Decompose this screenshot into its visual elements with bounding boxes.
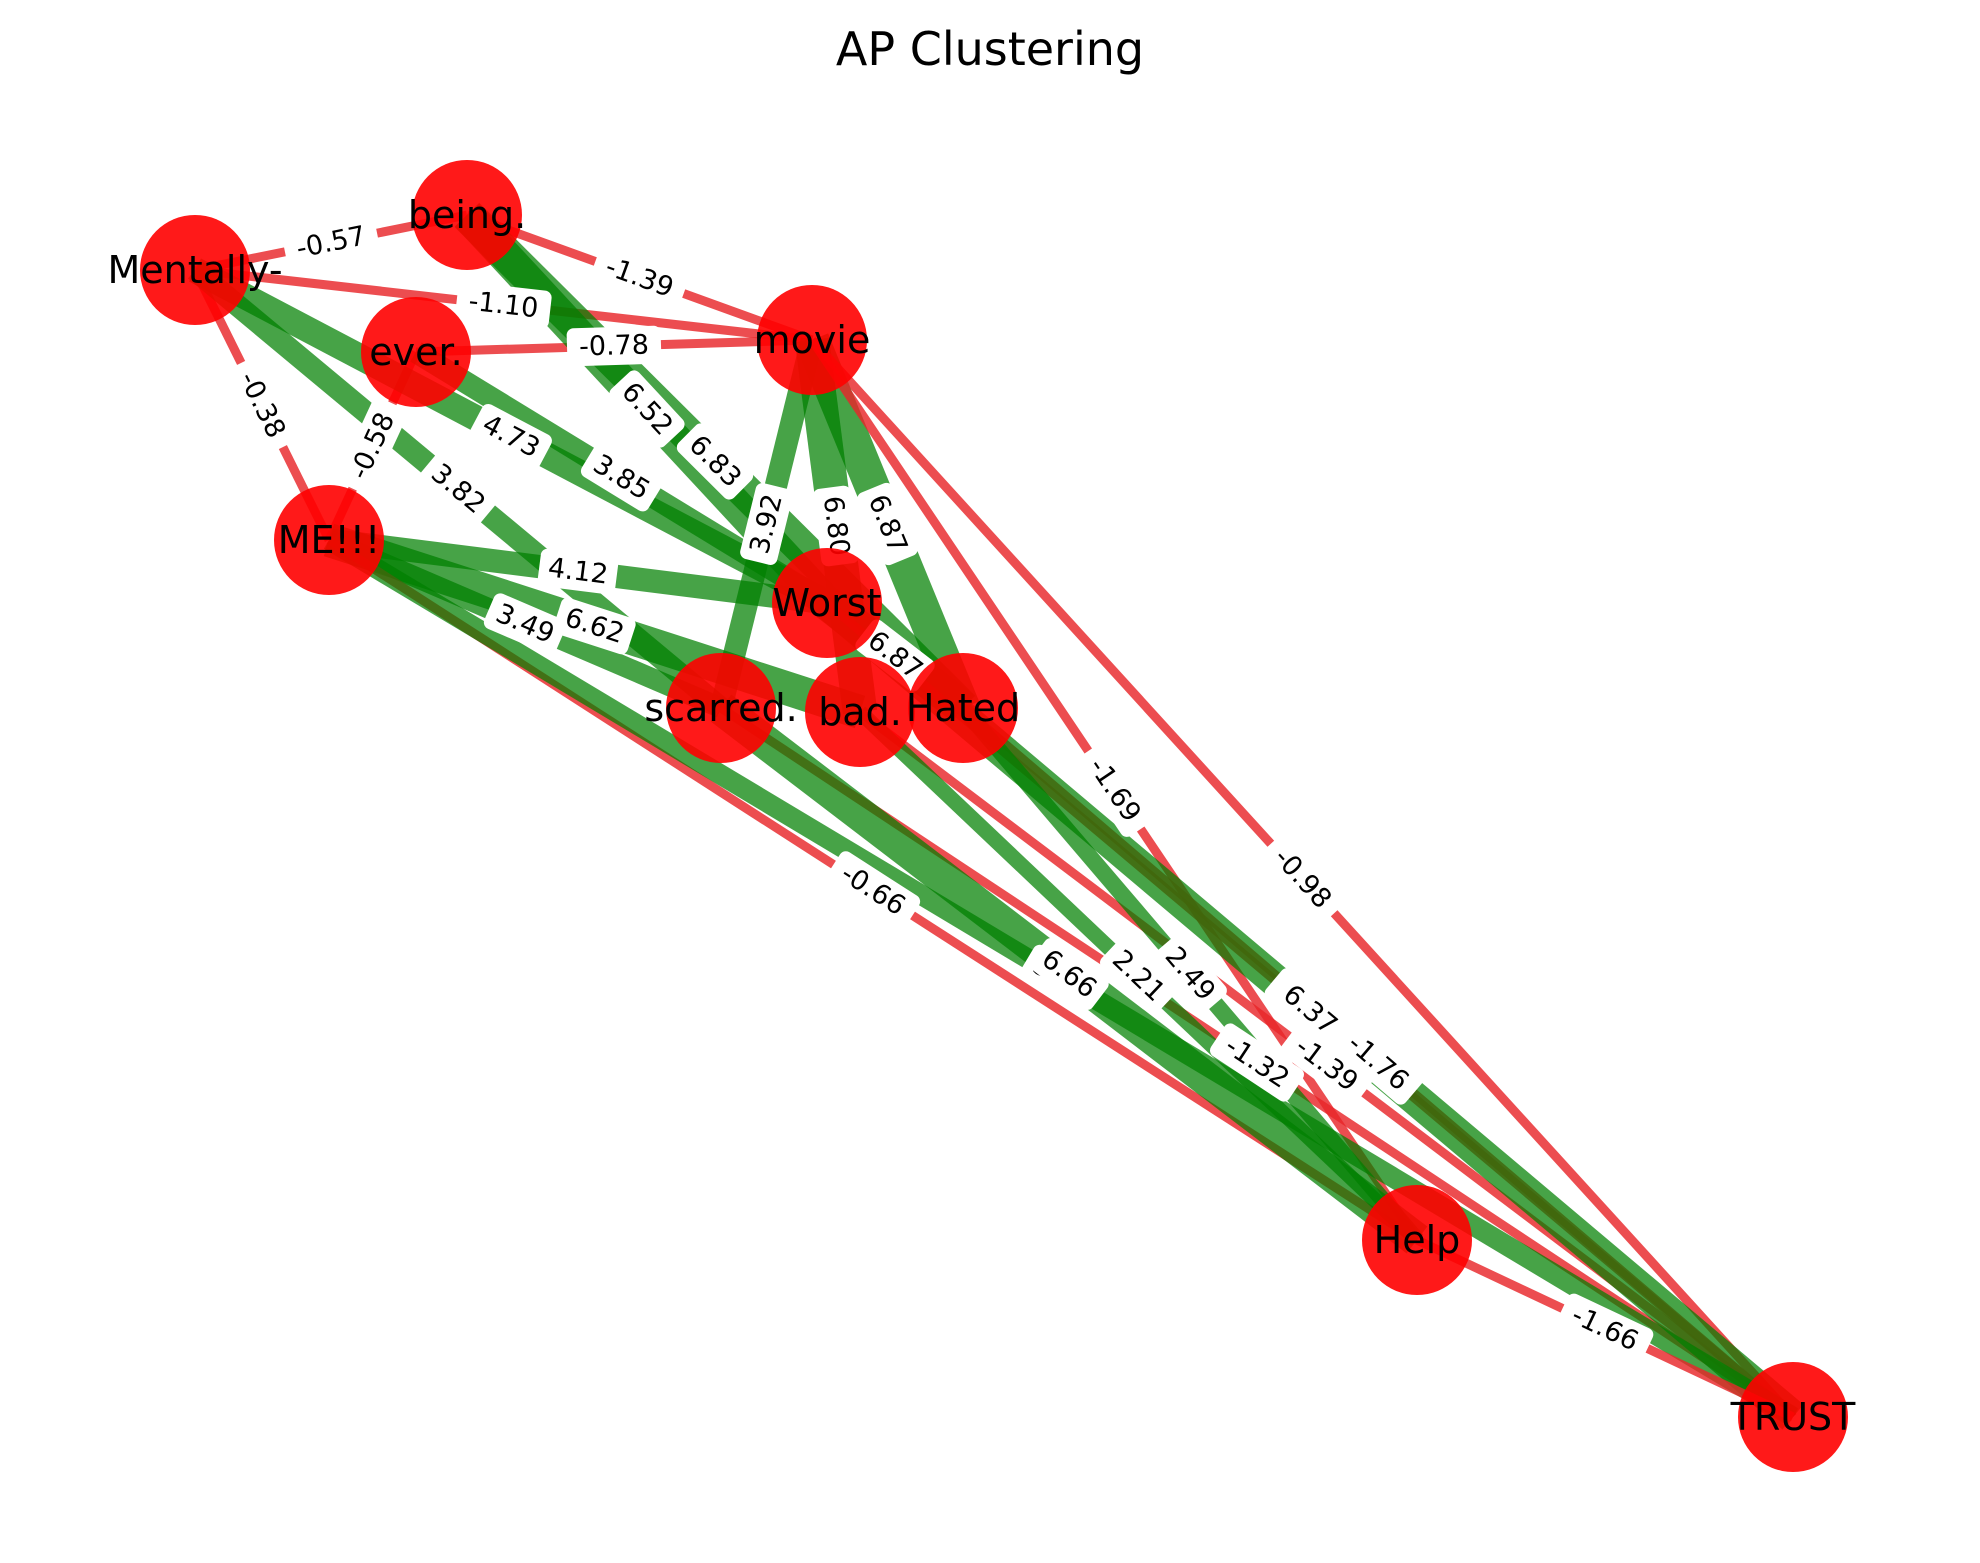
node-label-mentally: Mentally-	[107, 248, 282, 292]
node-label-bad: bad.	[818, 690, 902, 734]
edge-weight-box	[855, 619, 935, 692]
node-bad[interactable]	[805, 657, 915, 767]
edge-weight-label: -0.78	[566, 325, 662, 367]
node-mentally[interactable]	[140, 215, 250, 325]
edge-weight-box	[470, 403, 552, 470]
node-label-being: being.	[408, 193, 526, 237]
edge-weight-box	[580, 443, 663, 512]
edge-weight-box	[226, 356, 298, 454]
node-label-worst: Worst	[773, 581, 882, 625]
node-me[interactable]	[274, 485, 384, 595]
edge-weight-box	[1100, 938, 1177, 1014]
node-being[interactable]	[412, 160, 522, 270]
edge-weight-box	[483, 593, 567, 655]
edge-weight-box	[1270, 973, 1350, 1047]
edge-weight-box	[553, 597, 636, 655]
edge-weight-label: -1.39	[590, 245, 689, 310]
edge-weight-label: 4.12	[537, 548, 619, 595]
edge-weight-box	[282, 215, 380, 270]
edge-weight-label: -0.38	[226, 356, 298, 454]
edge-weight-box	[1210, 1023, 1304, 1102]
edge-weight-box	[1259, 833, 1346, 924]
edge-weight-box	[857, 482, 918, 566]
edge-weight-label: -0.98	[1259, 833, 1346, 924]
node-movie[interactable]	[757, 285, 867, 395]
edge-weight-box	[455, 281, 552, 329]
edge-weight-box	[537, 548, 619, 595]
edge-weight-box	[1280, 1023, 1373, 1106]
edge-weight-box	[813, 485, 859, 567]
node-label-movie: movie	[754, 318, 871, 362]
node-worst[interactable]	[772, 548, 882, 658]
node-label-hated: Hated	[906, 686, 1020, 730]
edge-weight-box	[566, 325, 662, 367]
edge-weight-box	[590, 245, 689, 310]
node-label-ever: ever.	[369, 330, 462, 374]
edge-weight-label: -0.57	[282, 215, 380, 270]
edge-weight-box	[337, 397, 408, 495]
edge-weight-box	[676, 423, 754, 500]
edge-weight-box	[418, 452, 498, 526]
edge-weight-box	[1075, 743, 1154, 837]
node-label-help: Help	[1374, 1218, 1461, 1262]
edge-weight-box	[1332, 1020, 1424, 1105]
node-label-trust: TRUST	[1730, 1395, 1857, 1439]
node-scarred[interactable]	[666, 653, 776, 763]
node-label-me: ME!!!	[278, 518, 381, 562]
nodes-layer: Mentally-being. movie ever. ME!!! Worst scarr…	[107, 160, 1856, 1472]
node-label-scarred: scarred.	[644, 686, 797, 730]
node-hated[interactable]	[908, 653, 1018, 763]
edge-weight-box	[1556, 1293, 1654, 1364]
node-help[interactable]	[1362, 1185, 1472, 1295]
edge-weight-text: 4.12	[546, 552, 610, 590]
edge-weight-text: -0.57	[294, 220, 369, 264]
edge-weight-label: 6.80	[813, 485, 859, 567]
node-trust[interactable]	[1738, 1362, 1848, 1472]
edge-weight-text: 6.80	[817, 494, 855, 558]
node-ever[interactable]	[361, 297, 471, 407]
edge-weight-box	[1029, 938, 1109, 1010]
graph-title: AP Clustering	[835, 22, 1145, 76]
edge-weight-box	[825, 851, 921, 929]
edge-weight-text: -0.78	[579, 329, 650, 362]
edge-weight-box	[1153, 934, 1227, 1014]
edge-weight-label: -1.10	[455, 281, 552, 329]
edge-weight-box	[609, 370, 685, 448]
edge-weight-box	[740, 483, 793, 565]
